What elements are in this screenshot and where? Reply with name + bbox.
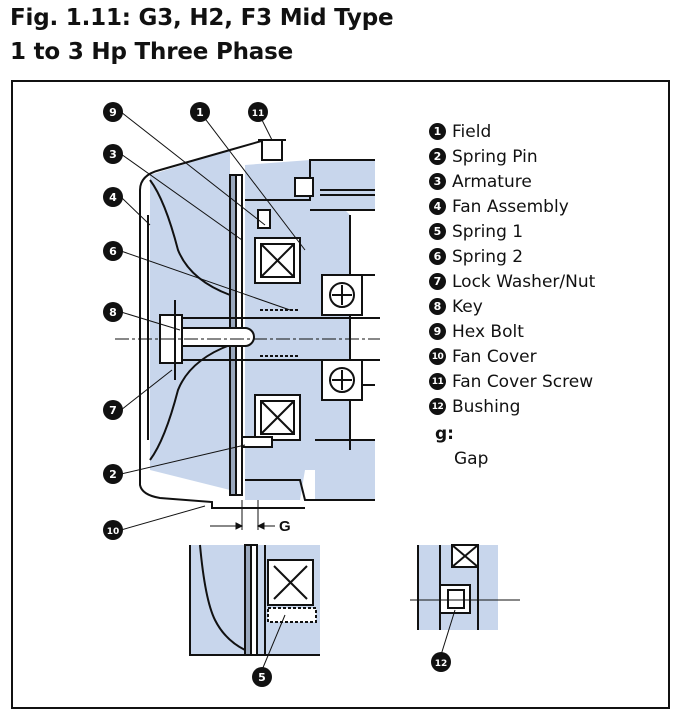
gap-dimension-label: G: [279, 518, 291, 535]
figure-title: Fig. 1.11: G3, H2, F3 Mid Type: [10, 5, 394, 31]
figure-subtitle: 1 to 3 Hp Three Phase: [10, 39, 293, 65]
diagram-frame: [11, 80, 670, 709]
gap-symbol: g:: [435, 424, 454, 444]
gap-description: Gap: [454, 449, 489, 469]
